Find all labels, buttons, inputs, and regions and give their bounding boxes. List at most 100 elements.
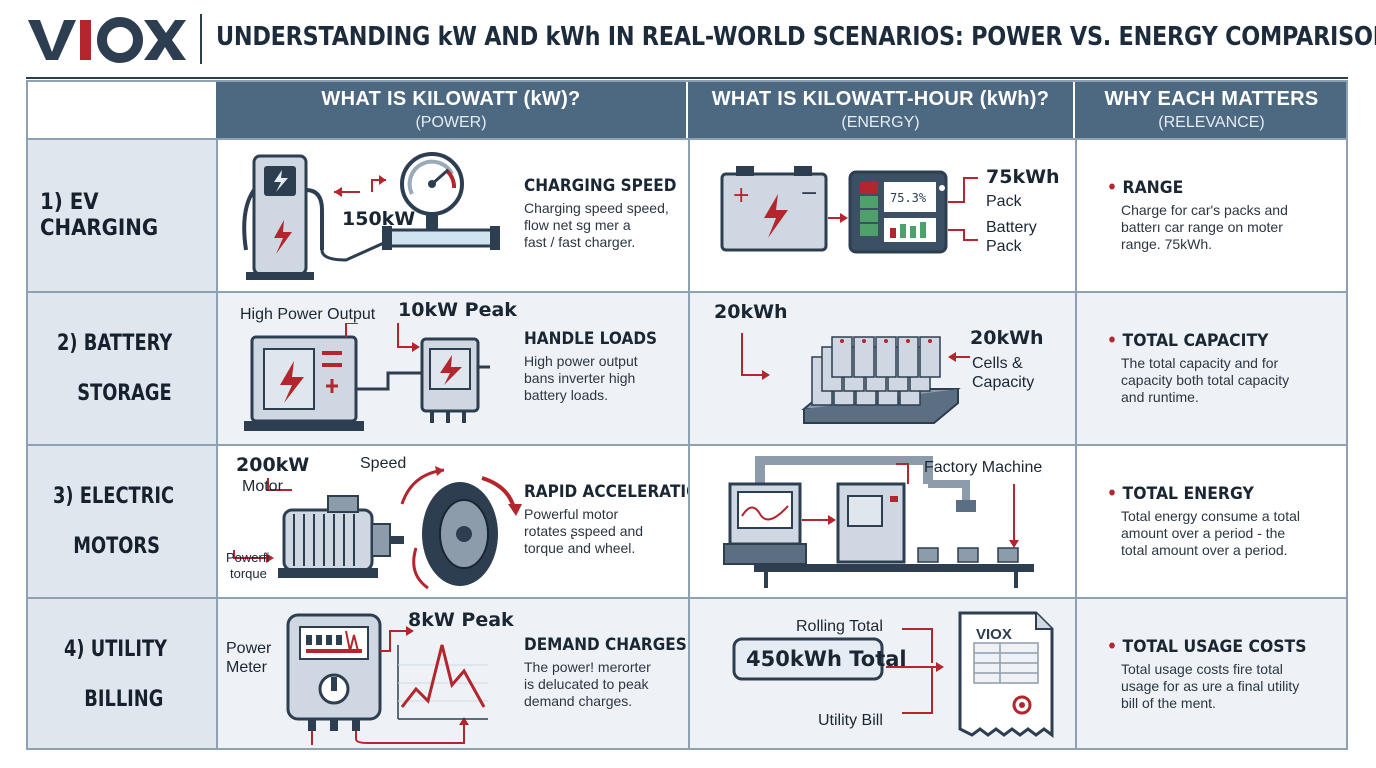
battery-monitor-icon: + −	[720, 166, 978, 254]
why-desc-line: total amount over a period.	[1121, 542, 1288, 558]
power-desc-line: fast / fast charger.	[524, 234, 636, 250]
power-desc-line: is delucated to peak	[524, 676, 649, 692]
power-desc-line: battery loads.	[524, 387, 609, 403]
power-desc-line: flow net sg mer a	[524, 217, 631, 233]
cell-motors-energy: Factory Machine	[688, 444, 1075, 597]
column-header-power: WHAT IS KILOWATT (kW)? (POWER)	[216, 80, 688, 138]
why-desc-line: Total energy consume a total	[1121, 508, 1300, 524]
power-meter-icon	[286, 613, 488, 745]
power-desc-line: rotates ʂspeed and	[524, 523, 644, 539]
power-desc-line: bans inverter high	[524, 370, 636, 386]
why-desc-line: The total capacity and for	[1121, 355, 1279, 371]
power-desc-line: Charging speed speed,	[524, 200, 669, 216]
svg-text:+: +	[732, 183, 750, 208]
power-heading: HANDLE LOADS	[524, 329, 658, 349]
power-desc-line: The power! merorter	[524, 659, 651, 675]
energy-value-label-secondary: 20kWh	[970, 327, 1044, 349]
why-desc-line: Total usage costs fire total	[1121, 661, 1283, 677]
row-label-ev-charging: 1) EV CHARGING	[26, 138, 216, 291]
title-divider	[200, 14, 202, 64]
power-desc-line: demand charges.	[524, 693, 633, 709]
cell-battery-power: High Power Output 10kW Peak HANDLE LOADS…	[216, 291, 688, 444]
power-value-label: 8kW Peak	[408, 609, 514, 631]
power-value-label: 10kW Peak	[398, 299, 517, 321]
column-title: WHY EACH MATTERS	[1104, 88, 1319, 110]
ev-charger-gauge-icon	[242, 152, 500, 280]
cell-battery-energy: 20kWh 20kWh Cells & Capacity	[688, 291, 1075, 444]
torque-label: Powerfi	[226, 550, 270, 565]
why-title: •TOTAL USAGE COSTS	[1107, 637, 1307, 657]
motor-wheel-icon	[233, 466, 522, 590]
torque-label: torque	[230, 566, 267, 581]
meter-label: Power	[226, 640, 272, 657]
utility-bill-icon	[732, 611, 1054, 738]
column-subtitle: (RELEVANCE)	[1158, 114, 1265, 131]
utility-bill-label: Utility Bill	[818, 712, 883, 729]
why-desc-line: usage for as ure a final utility	[1121, 678, 1300, 694]
row-label-text: 1) EV CHARGING	[40, 190, 159, 241]
column-header-energy: WHAT IS KILOWATT-HOUR (kWh)? (ENERGY)	[688, 80, 1075, 138]
svg-text:−: −	[800, 181, 818, 206]
header-rule	[26, 77, 1348, 79]
power-value-label: 150kW	[342, 208, 416, 230]
why-desc-line: and runtime.	[1121, 389, 1199, 405]
why-title: •TOTAL CAPACITY	[1107, 331, 1269, 351]
cell-billing-why: •TOTAL USAGE COSTS Total usage costs fir…	[1075, 597, 1348, 750]
why-desc-line: bill of the ment.	[1121, 695, 1216, 711]
page-title: UNDERSTANDING kW AND kWh IN REAL-WORLD S…	[216, 22, 1376, 52]
why-desc-line: capacity both total capacity	[1121, 372, 1290, 388]
energy-value-label: 450kWh Total	[746, 647, 907, 671]
why-desc-line: batterı car range on moter	[1121, 219, 1283, 235]
viox-logo	[26, 12, 186, 66]
energy-value-label: 20kWh	[714, 301, 788, 323]
inverter-icon	[244, 323, 490, 431]
cell-motors-power: 200kW Motor Speed Powerfi torque RAPID A…	[216, 444, 712, 597]
cell-billing-energy: Rolling Total 450kWh Total Utility Bill …	[688, 597, 1075, 750]
cell-ev-energy: + − 75.3% 75kWh Pack Battery Pack	[688, 138, 1075, 291]
factory-machine-icon	[723, 456, 1034, 588]
power-value-label: 200kW	[236, 454, 310, 476]
column-title: WHAT IS KILOWATT-HOUR (kWh)?	[711, 88, 1050, 110]
column-subtitle: (POWER)	[415, 114, 487, 131]
power-heading: CHARGING SPEED	[524, 176, 677, 196]
comparison-table: WHAT IS KILOWATT (kW)? (POWER) WHAT IS K…	[26, 80, 1348, 750]
energy-value-label: 75kWh	[986, 166, 1060, 188]
why-title: •TOTAL ENERGY	[1107, 484, 1254, 504]
power-heading: RAPID ACCELERATION	[524, 482, 712, 502]
meter-label: Meter	[226, 659, 267, 676]
column-header-relevance: WHY EACH MATTERS (RELEVANCE)	[1075, 80, 1348, 138]
bill-brand-text: VIOX	[976, 626, 1012, 643]
power-desc-line: Powerful motor	[524, 506, 619, 522]
power-desc-line: torque and wheel.	[524, 540, 636, 556]
cell-billing-power: Power Meter 8kW Peak DEMAND CHARGES The …	[216, 597, 688, 750]
energy-value-label: Factory Machine	[924, 459, 1043, 476]
column-subtitle: (ENERGY)	[841, 114, 920, 131]
rolling-total-label: Rolling Total	[796, 618, 883, 635]
cell-motors-why: •TOTAL ENERGY Total energy consume a tot…	[1075, 444, 1348, 597]
energy-sub-label: Capacity	[972, 374, 1035, 391]
column-title: WHAT IS KILOWATT (kW)?	[321, 88, 581, 110]
energy-sub-label: Cells &	[972, 355, 1023, 372]
power-desc-line: High power output	[524, 353, 638, 369]
cell-ev-why: •RANGE Charge for car's packs and batter…	[1075, 138, 1348, 291]
energy-sub-label: Battery	[986, 219, 1037, 236]
cell-battery-why: •TOTAL CAPACITY The total capacity and f…	[1075, 291, 1348, 444]
speed-label: Speed	[360, 455, 407, 472]
why-desc-line: amount over a period - the	[1121, 525, 1286, 541]
power-extra-label: High Power Output	[240, 306, 376, 323]
why-desc-line: Charge for car's packs and	[1121, 202, 1288, 218]
battery-screen-readout: 75.3%	[890, 191, 927, 205]
power-sub-label: Motor	[242, 478, 283, 495]
why-title: •RANGE	[1107, 178, 1184, 198]
battery-cells-pallet-icon	[741, 333, 970, 424]
energy-sub-label: Pack	[986, 238, 1022, 255]
why-desc-line: range. 75kWh.	[1121, 236, 1213, 252]
header: UNDERSTANDING kW AND kWh IN REAL-WORLD S…	[0, 0, 1376, 79]
power-heading: DEMAND CHARGES	[524, 635, 687, 655]
